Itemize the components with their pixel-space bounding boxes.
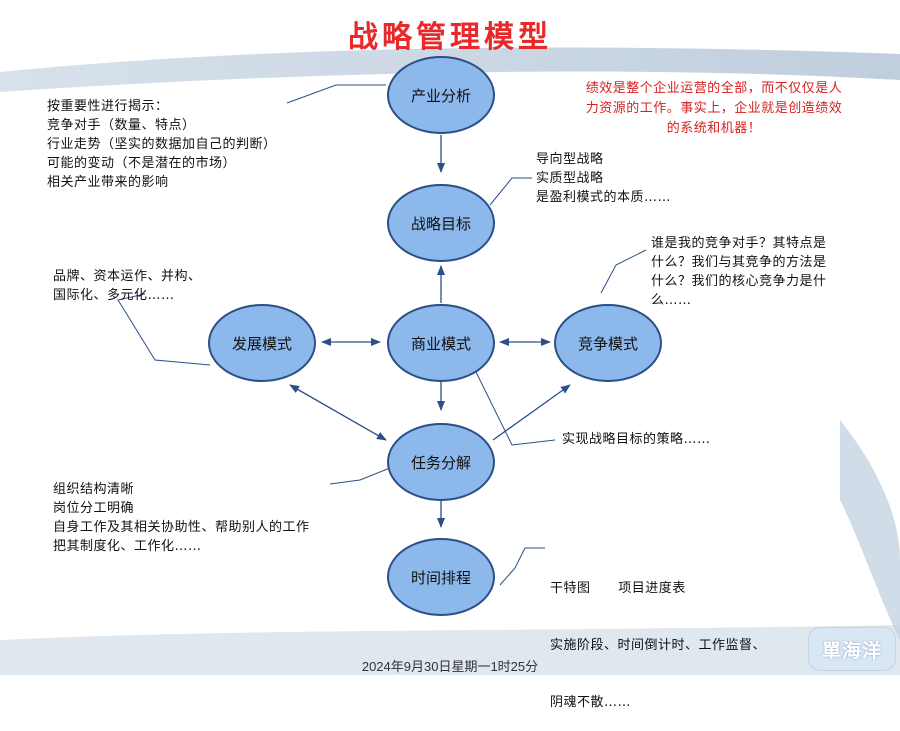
node-strategic-goal-label: 战略目标 — [410, 214, 471, 233]
note-line: 相关产业带来的影响 — [47, 175, 169, 190]
node-schedule-label: 时间排程 — [410, 568, 471, 587]
note-line: 国际化、多元化…… — [53, 288, 175, 303]
note-line: 实施阶段、时间倒计时、工作监督、 — [550, 638, 767, 653]
node-schedule: 时间排程 — [387, 538, 495, 616]
note-line: 谁是我的竞争对手？其特点是 — [651, 236, 827, 251]
note-goal: 导向型战略 实质型战略 是盈利模式的本质…… — [536, 150, 671, 207]
note-line: 竞争对手（数量、特点） — [47, 118, 196, 133]
note-line: 按重要性进行揭示： — [47, 99, 169, 114]
note-line: 可能的变动（不是潜在的市场） — [47, 156, 237, 171]
note-line: 什么？我们的核心竞争力是什 — [651, 274, 827, 289]
node-industry-analysis: 产业分析 — [387, 56, 495, 134]
node-competition-model: 竞争模式 — [554, 304, 662, 382]
note-line: 组织结构清晰 — [53, 482, 135, 497]
note-line: 绩效是整个企业运营的全部，而不仅仅是人 — [585, 81, 843, 96]
leader-development-note — [117, 293, 211, 366]
node-development-model-label: 发展模式 — [231, 334, 292, 353]
leader-competition-note — [600, 249, 647, 294]
footer-date: 2024年9月30日星期一1时25分 — [361, 659, 539, 674]
node-business-model: 商业模式 — [387, 304, 495, 382]
note-line: 自身工作及其相关协助性、帮助别人的工作 — [53, 520, 310, 535]
leader-task-note — [329, 467, 391, 485]
note-task: 组织结构清晰 岗位分工明确 自身工作及其相关协助性、帮助别人的工作 把其制度化、… — [53, 480, 310, 556]
logo-watermark: 單海洋 — [808, 627, 896, 671]
note-strategy: 实现战略目标的策略…… — [562, 432, 711, 447]
arrow-development-task — [289, 384, 387, 441]
note-line: 干特图 项目进度表 — [550, 581, 686, 596]
note-performance: 绩效是整个企业运营的全部，而不仅仅是人 力资源的工作。事实上，企业就是创造绩效 … — [540, 79, 888, 139]
note-line: 实质型战略 — [536, 171, 604, 186]
node-development-model: 发展模式 — [208, 304, 316, 382]
node-strategic-goal: 战略目标 — [387, 184, 495, 262]
note-line: 把其制度化、工作化…… — [53, 539, 202, 554]
note-industry: 按重要性进行揭示： 竞争对手（数量、特点） 行业走势（坚实的数据加自己的判断） … — [47, 97, 277, 192]
connector-layer — [117, 84, 647, 586]
node-competition-model-label: 竞争模式 — [577, 334, 638, 353]
node-industry-analysis-label: 产业分析 — [410, 86, 471, 105]
note-competition: 谁是我的竞争对手？其特点是 什么？我们与其竞争的方法是 什么？我们的核心竞争力是… — [651, 234, 827, 310]
node-task-decomposition-label: 任务分解 — [410, 453, 471, 472]
note-line: 力资源的工作。事实上，企业就是创造绩效 — [585, 101, 843, 116]
note-line: 导向型战略 — [536, 152, 604, 167]
note-line: 是盈利模式的本质…… — [536, 190, 672, 205]
note-development: 品牌、资本运作、并构、 国际化、多元化…… — [53, 267, 202, 305]
leader-schedule-note — [499, 547, 545, 586]
arrow-task-to-competition — [492, 384, 571, 441]
note-line: 阴魂不散…… — [550, 695, 632, 710]
leader-strategy-note — [475, 371, 556, 446]
node-task-decomposition: 任务分解 — [387, 423, 495, 501]
note-line: 么…… — [651, 293, 692, 308]
note-line: 的系统和机器！ — [666, 121, 762, 136]
note-schedule: 干特图 项目进度表 实施阶段、时间倒计时、工作监督、 阴魂不散…… — [550, 541, 766, 731]
leader-industry-note — [286, 84, 386, 104]
leader-goal-note — [489, 177, 532, 206]
note-line: 行业走势（坚实的数据加自己的判断） — [47, 137, 277, 152]
node-business-model-label: 商业模式 — [410, 334, 471, 353]
note-line: 岗位分工明确 — [53, 501, 135, 516]
note-line: 什么？我们与其竞争的方法是 — [651, 255, 827, 270]
note-line: 品牌、资本运作、并构、 — [53, 269, 202, 284]
page-title: 战略管理模型 — [348, 20, 552, 55]
